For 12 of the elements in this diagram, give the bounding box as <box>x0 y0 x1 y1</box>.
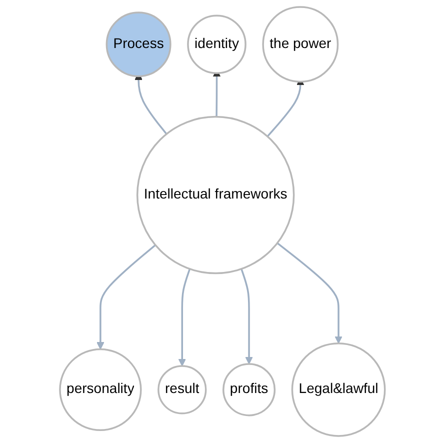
arrow <box>276 242 342 344</box>
node-circle: profits <box>222 363 276 416</box>
node-circle: the power <box>262 6 339 83</box>
node-circle: result <box>158 365 207 414</box>
arrow <box>178 268 191 366</box>
node-circle: Process <box>106 12 172 78</box>
node-circle: personality <box>59 348 142 432</box>
arrow <box>240 268 253 364</box>
node-circle: Legal&lawful <box>291 342 386 437</box>
node-circle: Intellectual frameworks <box>136 116 295 274</box>
node-circle: identity <box>187 14 246 74</box>
arrow <box>96 244 156 350</box>
